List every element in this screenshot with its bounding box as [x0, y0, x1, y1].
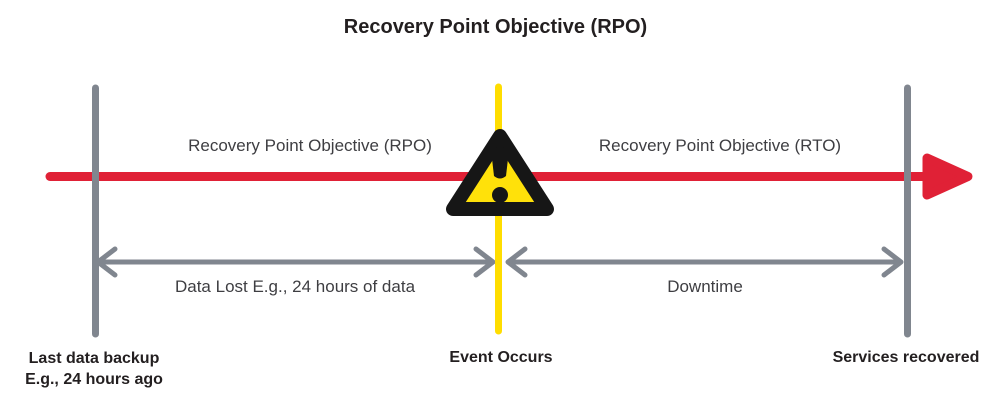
rto-span-right-chevron-icon	[881, 246, 904, 278]
backup-label-line1: Last data backup	[28, 350, 160, 367]
diagram-title: Recovery Point Objective (RPO)	[343, 16, 648, 38]
rto-span-arrow	[505, 246, 904, 278]
warning-triangle-icon	[446, 129, 554, 216]
backup-label-line2: E.g., 24 hours ago	[25, 371, 163, 388]
recovery-label: Services recovered	[832, 349, 980, 366]
rto-label: Recovery Point Objective (RTO)	[598, 136, 842, 155]
rpo-span-arrow	[95, 246, 496, 278]
rpo-label: Recovery Point Objective (RPO)	[188, 136, 432, 155]
rpo-span-right-chevron-icon	[473, 246, 496, 278]
backup-label: Last data backup E.g., 24 hours ago	[25, 348, 163, 390]
rto-span-left-chevron-icon	[505, 246, 528, 278]
event-label: Event Occurs	[449, 349, 553, 366]
downtime-label: Downtime	[667, 277, 743, 296]
data-lost-label: Data Lost E.g., 24 hours of data	[174, 277, 416, 296]
exclamation-dot	[492, 187, 508, 203]
timeline-arrowhead-icon	[922, 153, 973, 200]
exclamation-bar	[491, 147, 509, 179]
